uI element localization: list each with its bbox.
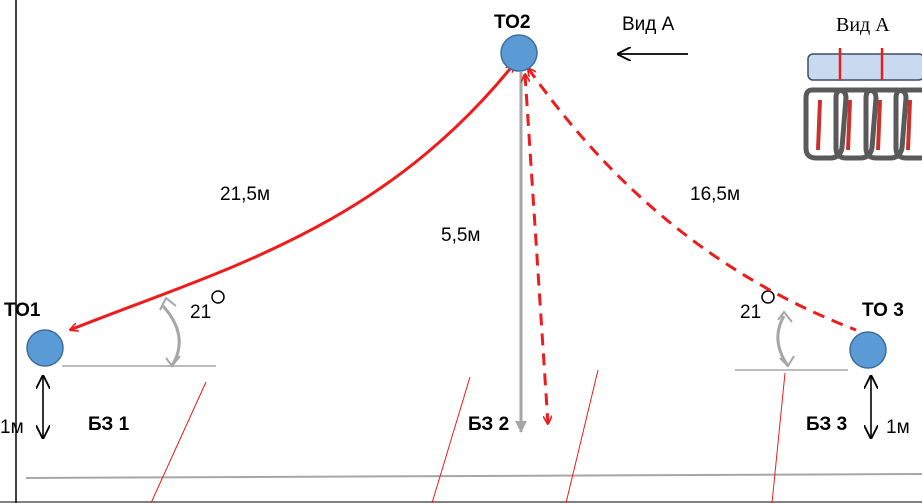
distance-label-to2-to3: 16,5м xyxy=(690,184,741,205)
angle-arc-right-tip2 xyxy=(779,355,795,368)
height-label-right: 1м xyxy=(886,417,910,438)
node-label-to3: ТО 3 xyxy=(862,300,904,321)
carabiner-4 xyxy=(893,87,922,161)
node-to3 xyxy=(849,331,887,369)
zone-label-bz2: БЗ 2 xyxy=(468,414,510,435)
zone-label-bz1: БЗ 1 xyxy=(88,414,130,435)
angle-arc-left-tip2 xyxy=(165,355,181,368)
inset-rail xyxy=(807,53,922,81)
node-label-to1: ТО1 xyxy=(4,300,41,321)
distance-label-to2-down: 5,5м xyxy=(441,225,481,246)
angle-label-right: 21 xyxy=(740,302,762,323)
carabiner-1 xyxy=(803,87,849,161)
angle-label-left: 21 xyxy=(190,302,212,323)
degree-mark-right xyxy=(761,290,775,304)
carabiner-3 xyxy=(863,87,909,161)
zone-divider-1 xyxy=(150,381,207,503)
carabiner-2 xyxy=(833,87,879,161)
rope-to2-bz2-dashed xyxy=(525,74,548,424)
rope-to2-to3-dashed xyxy=(528,68,857,332)
zone-divider-4 xyxy=(771,372,786,503)
node-to2 xyxy=(500,34,538,72)
zone-divider-3 xyxy=(565,369,599,503)
inset-carabiners xyxy=(803,87,922,161)
zone-divider-2 xyxy=(431,376,471,503)
angle-arc-left-tip xyxy=(159,296,177,311)
angle-arc-right-tip xyxy=(777,310,793,323)
view-arrow-label: Вид А xyxy=(622,14,675,35)
angle-arc-left xyxy=(161,304,181,367)
node-label-to2: ТО2 xyxy=(494,12,531,33)
distance-label-to1-to2: 21,5м xyxy=(220,184,271,205)
inset-view-label: Вид А xyxy=(836,14,890,36)
angle-arc-right xyxy=(776,315,790,367)
degree-mark-left xyxy=(211,290,225,304)
rope-to1-to2 xyxy=(70,64,514,330)
height-label-left: 1м xyxy=(0,417,24,438)
ground-line xyxy=(25,473,922,479)
node-to1 xyxy=(26,329,64,367)
zone-label-bz3: БЗ 3 xyxy=(806,414,848,435)
